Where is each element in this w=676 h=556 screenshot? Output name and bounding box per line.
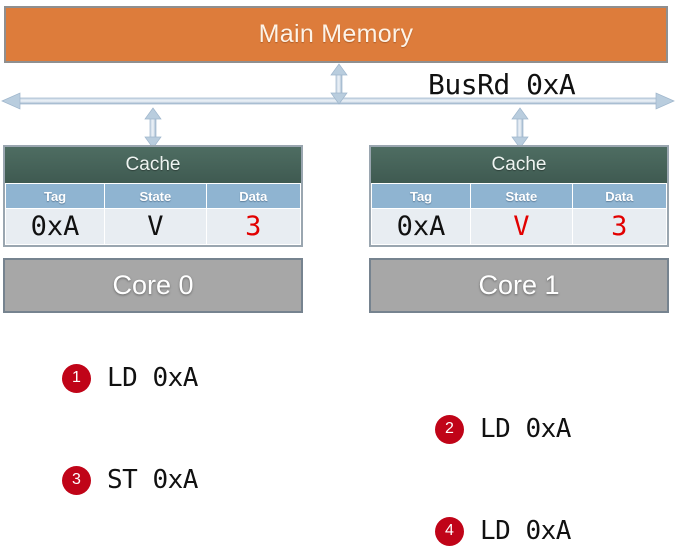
step-4-operation: LD 0xA: [480, 516, 571, 546]
cache-0-data-value: 3: [205, 208, 302, 245]
cache-1-table: Tag State Data 0xA V 3: [370, 183, 668, 245]
core-block-1: Core 1: [369, 258, 669, 313]
cache-0-header-state: State: [104, 183, 207, 209]
cache-block-0: Cache Tag State Data 0xA V 3: [3, 145, 303, 247]
step-3-operation: ST 0xA: [107, 465, 198, 495]
main-memory-block: Main Memory: [4, 6, 668, 63]
cache-1-state-value: V: [470, 208, 573, 245]
bus-to-cache-0-connector-icon: [144, 107, 162, 149]
cache-0-state-value: V: [104, 208, 207, 245]
cache-block-1: Cache Tag State Data 0xA V 3: [369, 145, 669, 247]
cache-1-data-row: 0xA V 3: [370, 208, 668, 245]
step-3: 3 ST 0xA: [62, 465, 198, 495]
cache-0-tag-value: 0xA: [4, 208, 106, 245]
step-1-badge: 1: [62, 363, 91, 393]
cache-0-data-row: 0xA V 3: [4, 208, 302, 245]
cache-0-table: Tag State Data 0xA V 3: [4, 183, 302, 245]
step-4: 4 LD 0xA: [435, 516, 571, 546]
cache-1-header-tag: Tag: [370, 183, 472, 209]
cache-1-header-state: State: [470, 183, 573, 209]
step-2: 2 LD 0xA: [435, 414, 571, 444]
step-1: 1 LD 0xA: [62, 363, 198, 393]
step-3-badge: 3: [62, 465, 91, 495]
core-1-label: Core 1: [478, 270, 560, 300]
cache-1-title: Cache: [371, 147, 667, 183]
cache-1-tag-value: 0xA: [370, 208, 472, 245]
step-2-operation: LD 0xA: [480, 414, 571, 444]
bus-to-cache-1-connector-icon: [511, 107, 529, 149]
cache-0-header-tag: Tag: [4, 183, 106, 209]
cache-1-header-row: Tag State Data: [370, 183, 668, 209]
cache-1-header-data: Data: [571, 183, 668, 209]
cache-0-header-row: Tag State Data: [4, 183, 302, 209]
cache-0-title: Cache: [5, 147, 301, 183]
step-2-badge: 2: [435, 414, 464, 444]
memory-to-bus-connector-icon: [330, 63, 348, 105]
cache-1-data-value: 3: [571, 208, 668, 245]
cache-0-header-data: Data: [205, 183, 302, 209]
core-0-label: Core 0: [112, 270, 194, 300]
step-1-operation: LD 0xA: [107, 363, 198, 393]
main-memory-label: Main Memory: [258, 20, 414, 48]
bus-transaction-label: BusRd 0xA: [428, 68, 576, 101]
step-4-badge: 4: [435, 516, 464, 546]
core-block-0: Core 0: [3, 258, 303, 313]
